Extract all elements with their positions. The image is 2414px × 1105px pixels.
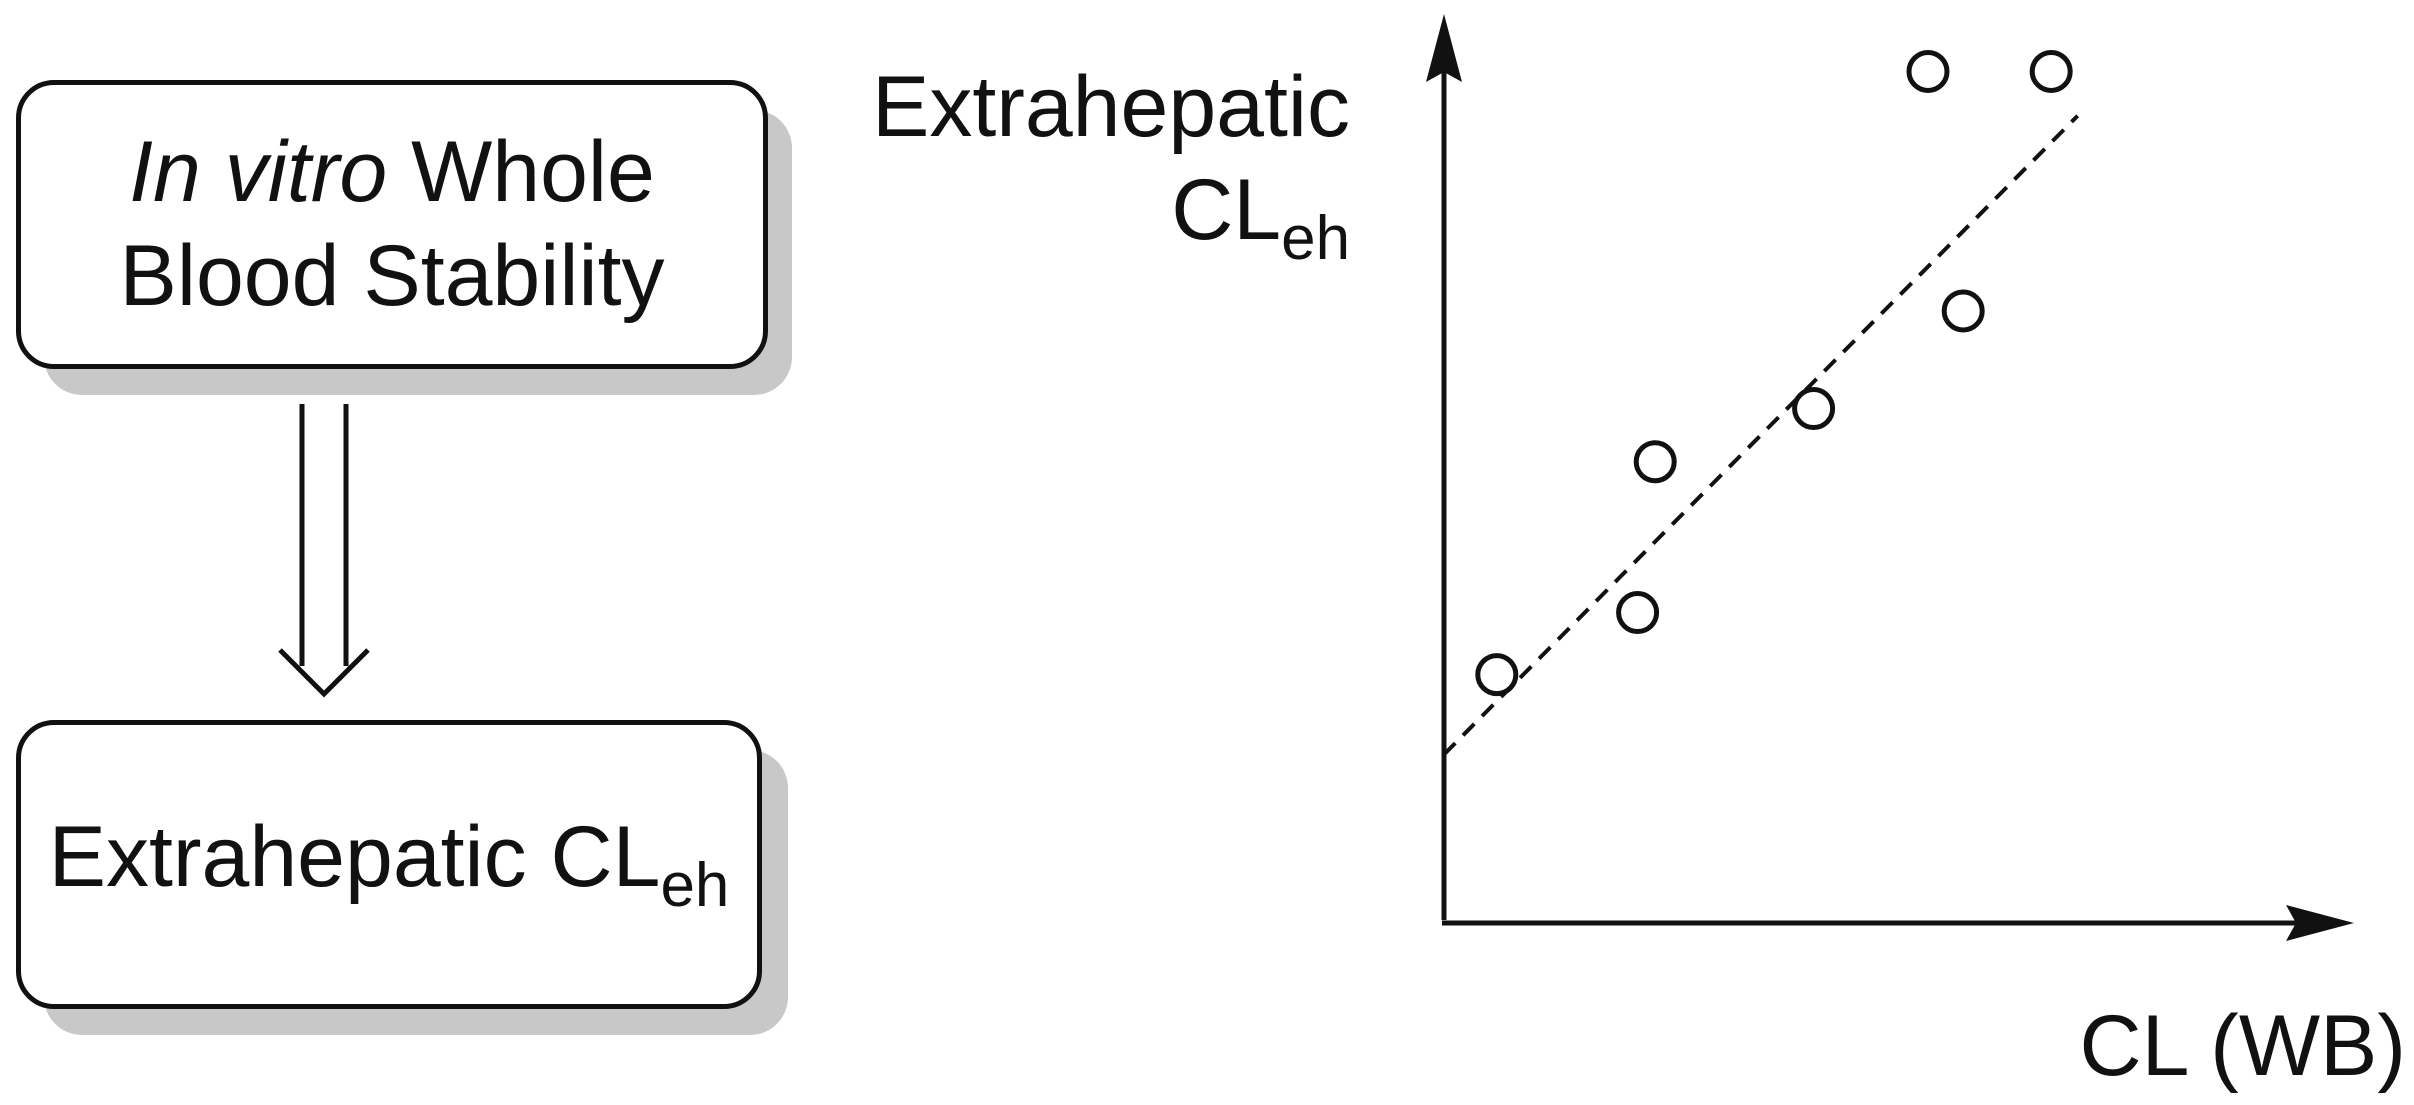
data-point-7 [2029, 49, 2073, 93]
eh-subscript: eh [660, 850, 730, 920]
x-axis [1442, 905, 2354, 941]
data-point-3 [1633, 440, 1677, 484]
data-point-6 [1906, 49, 1950, 93]
in-vitro-text: In vitro [129, 124, 388, 221]
scatter-points [1475, 49, 2073, 697]
extrahepatic-cl-text: Extrahepatic CL [48, 808, 661, 905]
x-axis-label: CL (WB) [2079, 998, 2406, 1094]
blood-stability-text: Blood Stability [119, 227, 665, 324]
data-point-4 [1792, 387, 1836, 431]
trend-line [1442, 114, 2080, 756]
y-axis-label-subscript: eh [1281, 204, 1350, 273]
double-arrow [278, 404, 370, 698]
y-axis-label-line2: CL [1171, 162, 1282, 259]
y-axis-label-line1: Extrahepatic [871, 59, 1350, 155]
data-point-5 [1941, 289, 1985, 333]
whole-blood-stability-box: In vitro Whole Blood Stability [16, 80, 768, 369]
whole-text: Whole [387, 124, 655, 221]
extrahepatic-clearance-box: Extrahepatic CLeh [16, 720, 762, 1009]
y-axis-label: Extrahepatic CLeh [872, 56, 1350, 276]
data-point-1 [1475, 653, 1519, 697]
y-axis [1426, 14, 1462, 920]
data-point-2 [1616, 591, 1660, 635]
